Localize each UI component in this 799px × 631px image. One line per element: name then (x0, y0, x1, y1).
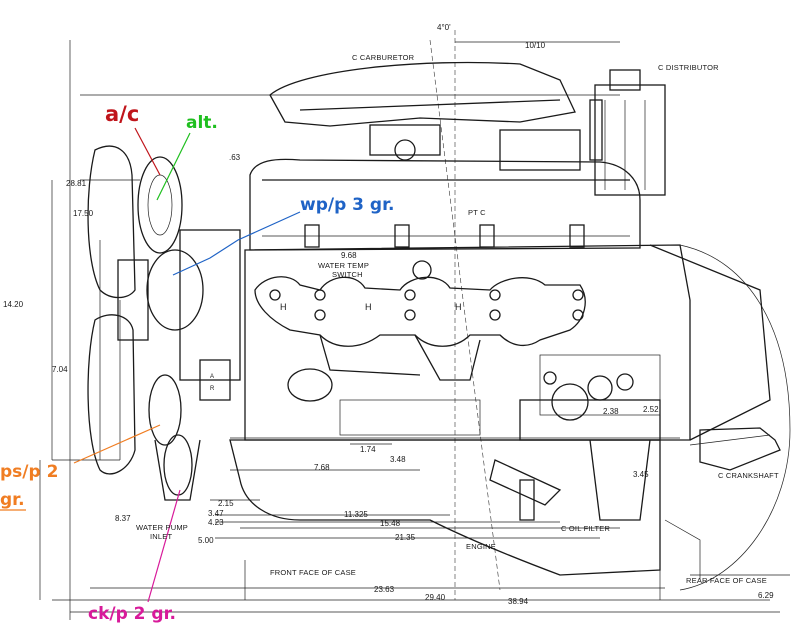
dim-8-37: 8.37 (115, 514, 131, 523)
dim-4-0: 4°0' (437, 23, 451, 32)
svg-text:A: A (210, 374, 214, 380)
dim-28-81: 28.81 (66, 179, 87, 188)
dim-10-10: 10/10 (525, 41, 546, 50)
oil-filter-label: C OIL FILTER (561, 524, 610, 533)
ck-label: ck/p 2 gr. (88, 604, 176, 624)
svg-text:H: H (365, 302, 372, 312)
ps-label-line2: gr. (0, 490, 25, 510)
dim-23-63: 23.63 (374, 585, 395, 594)
ck-leader-line (147, 489, 181, 603)
dim-7-04: 7.04 (52, 365, 68, 374)
annotation-wp: wp/p 3 gr. (172, 195, 395, 276)
dim-29-40: 29.40 (425, 593, 446, 602)
ac-label: a/c (105, 102, 139, 126)
dim-2-38: 2.38 (603, 407, 619, 416)
annotation-ps: ps/p 2 gr. (0, 424, 161, 511)
dim-3-45: 3.45 (633, 470, 649, 479)
water-temp-label-line2: SWITCH (332, 270, 363, 279)
dim-11-325: 11.325 (344, 510, 368, 519)
exhaust-manifold: H H H (254, 260, 586, 381)
alt-label: alt. (186, 113, 218, 133)
dim-1-74: 1.74 (360, 445, 376, 454)
svg-text:R: R (210, 386, 215, 392)
dim-3-47: 3.47 (208, 509, 224, 518)
dim-38-94: 38.94 (508, 597, 529, 606)
dim-21-35: 21.35 (395, 533, 416, 542)
wp-leader-line (172, 211, 301, 276)
pulley-stack: A R (137, 156, 241, 501)
ps-label-line1: ps/p 2 (0, 462, 58, 482)
dim-7-68: 7.68 (314, 463, 330, 472)
ps-leader-line (73, 424, 161, 464)
valve-cover (249, 158, 641, 251)
dim-14-20: 14.20 (3, 300, 24, 309)
dim-63: .63 (229, 153, 241, 162)
water-pump-label-line1: WATER PUMP (136, 523, 188, 532)
dim-4-23: 4.23 (208, 518, 224, 527)
distributor-label: C DISTRIBUTOR (658, 63, 719, 72)
oil-pan (229, 439, 661, 576)
engine-label: ENGINE (466, 542, 496, 551)
dim-9-68: 9.68 (341, 251, 357, 260)
dim-15-48: 15.48 (380, 519, 401, 528)
ac-leader-line (134, 127, 161, 176)
dimension-values: 4°0' 10/10 .63 28.81 17.50 14.20 7.04 9.… (3, 23, 774, 606)
alt-leader-line (156, 132, 191, 201)
front-face-label: FRONT FACE OF CASE (270, 568, 356, 577)
distributor (589, 69, 666, 196)
svg-text:H: H (280, 302, 287, 312)
air-cleaner (269, 61, 581, 171)
wp-label: wp/p 3 gr. (300, 195, 395, 215)
carburetor-label: C CARBURETOR (352, 53, 415, 62)
dim-5-00: 5.00 (198, 536, 214, 545)
rear-face-label: REAR FACE OF CASE (686, 576, 767, 585)
component-labels: C CARBURETOR C DISTRIBUTOR PT C WATER TE… (136, 53, 779, 585)
dim-2-15: 2.15 (218, 499, 234, 508)
svg-text:H: H (455, 302, 462, 312)
dim-3-48: 3.48 (390, 455, 406, 464)
annotation-ck: ck/p 2 gr. (88, 489, 181, 624)
annotation-ac: a/c (105, 102, 161, 176)
annotation-alt: alt. (156, 113, 218, 201)
bell-housing (664, 244, 791, 591)
dim-17-50: 17.50 (73, 209, 94, 218)
pt-c-label: PT C (468, 208, 486, 217)
dim-6-29: 6.29 (758, 591, 774, 600)
water-temp-label-line1: WATER TEMP (318, 261, 369, 270)
dim-2-52: 2.52 (643, 405, 659, 414)
crankshaft-label: C CRANKSHAFT (718, 471, 779, 480)
water-pump-label-line2: INLET (150, 532, 172, 541)
